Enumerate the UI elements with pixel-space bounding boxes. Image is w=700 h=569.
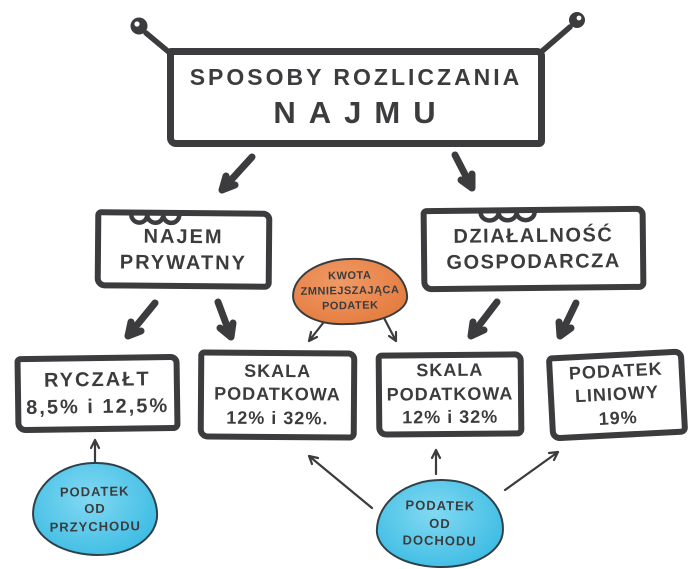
- box-najem-prywatny: NAJEM PRYWATNY: [94, 209, 273, 290]
- dzialalnosc-label-line2: GOSPODARCZA: [446, 250, 621, 274]
- liniowy-rate: 19%: [598, 406, 639, 429]
- najem-label-line2: PRYWATNY: [119, 250, 248, 275]
- dzialalnosc-label-line1: DZIAŁALNOŚĆ: [453, 224, 614, 248]
- skala1-label-line2: PODATKOWA: [214, 383, 341, 405]
- arrow-kwota-to-skala2: [381, 314, 398, 343]
- note-kwota-zmniejszajaca: KWOTA ZMNIEJSZAJĄCA PODATEK: [291, 256, 409, 327]
- coil-decoration-icon: [478, 209, 537, 223]
- coil-decoration-icon: [129, 212, 182, 226]
- box-skala-podatkowa-dzialalnosc: SKALA PODATKOWA 12% i 32%: [375, 351, 525, 438]
- przychod-line3: PRZYCHODU: [49, 517, 142, 535]
- liniowy-label-line2: LINIOWY: [574, 382, 660, 407]
- title-sign: SPOSOBY ROZLICZANIA NAJMU: [167, 48, 545, 147]
- przychod-line2: OD: [84, 501, 106, 517]
- note-line1: KWOTA: [328, 269, 372, 283]
- arrow-dzialalnosc-to-skala2: [467, 298, 501, 340]
- bubble-podatek-od-dochodu: PODATEK OD DOCHODU: [375, 477, 505, 569]
- title-line1: SPOSOBY ROZLICZANIA: [189, 64, 523, 90]
- box-podatek-liniowy: PODATEK LINIOWY 19%: [545, 348, 689, 442]
- bubble-podatek-od-przychodu: PODATEK OD PRZYCHODU: [31, 460, 159, 558]
- arrow-title-to-dzialalnosc: [451, 151, 476, 192]
- skala1-rates: 12% i 32%.: [226, 407, 329, 429]
- przychod-line1: PODATEK: [59, 483, 130, 500]
- arrow-dzialalnosc-to-liniowy: [555, 299, 580, 340]
- dochod-line3: DOCHODU: [402, 532, 477, 549]
- arrow-title-to-najem: [218, 153, 256, 194]
- box-ryczalt: RYCZAŁT 8,5% i 12,5%: [14, 353, 181, 434]
- note-line2: ZMNIEJSZAJĄCA: [300, 284, 400, 298]
- arrow-dochod-to-skala1: [307, 454, 374, 510]
- ryczalt-label-line1: RYCZAŁT: [43, 367, 151, 392]
- arrow-dochod-to-liniowy: [503, 450, 560, 492]
- skala2-label-line1: SKALA: [416, 360, 484, 381]
- title-line2: NAJMU: [273, 95, 449, 130]
- note-line3: PODATEK: [321, 299, 379, 313]
- dochod-line1: PODATEK: [405, 497, 476, 514]
- skala2-label-line2: PODATKOWA: [386, 383, 514, 405]
- box-skala-podatkowa-najem: SKALA PODATKOWA 12% i 32%.: [197, 349, 358, 441]
- arrow-dochod-to-skala2: [430, 448, 442, 476]
- skala1-label-line1: SKALA: [244, 360, 312, 382]
- skala2-rates: 12% i 32%: [402, 406, 499, 428]
- arrow-najem-to-skala1: [214, 298, 237, 341]
- arrow-najem-to-ryczalt: [124, 299, 159, 340]
- ryczalt-rates: 8,5% i 12,5%: [26, 394, 170, 419]
- box-dzialalnosc-gospodarcza: DZIAŁALNOŚĆ GOSPODARCZA: [420, 205, 647, 293]
- dochod-line2: OD: [429, 515, 451, 531]
